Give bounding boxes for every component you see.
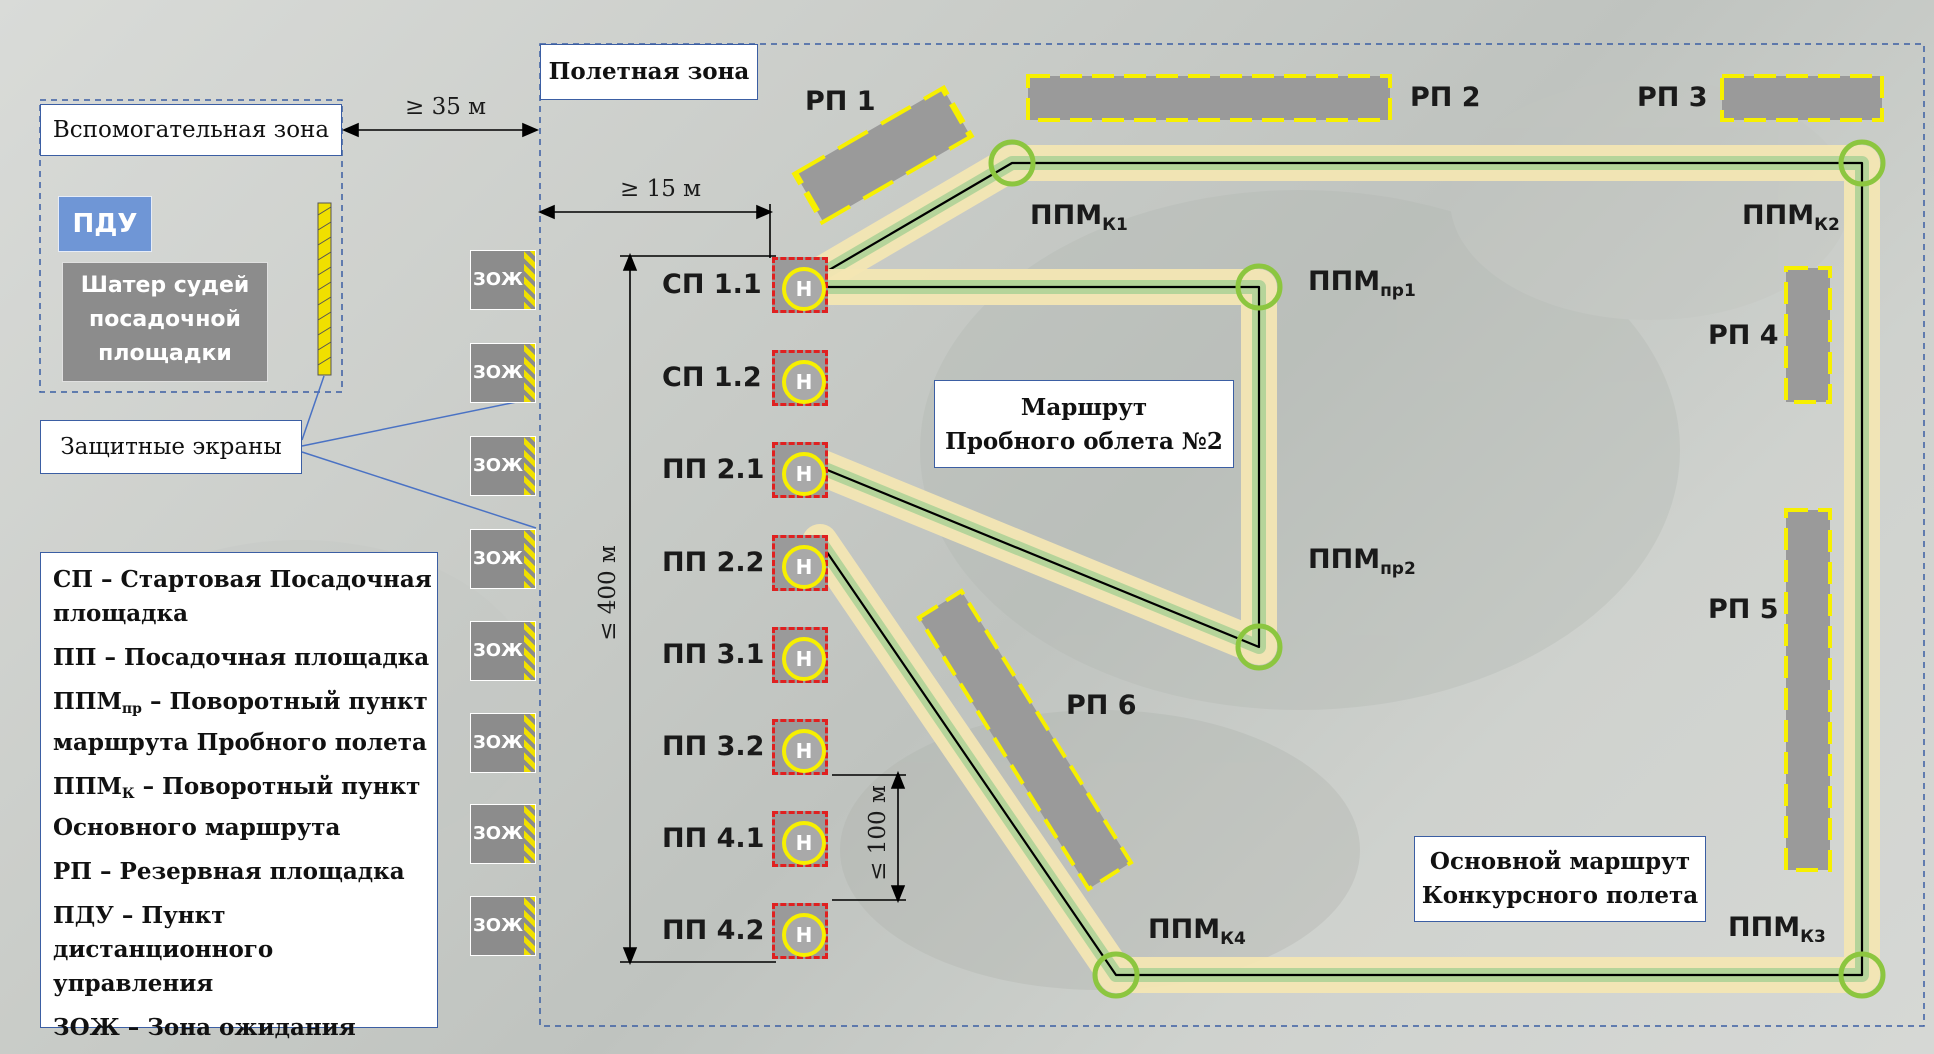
waiting-zone: ЗОЖ xyxy=(470,713,536,773)
turn-point-k3-ring xyxy=(1838,951,1886,999)
dimension-lines xyxy=(341,122,906,966)
pad-label: ПП 2.1 xyxy=(662,454,765,485)
waiting-zone: ЗОЖ xyxy=(470,621,536,681)
reserve-pad-6-label: РП 6 xyxy=(1066,690,1137,721)
legend: СП – Стартовая Посадочная площадка ПП – … xyxy=(40,552,438,1041)
landing-pad: H xyxy=(772,719,828,775)
turn-point-pr1-label: ППМпр1 xyxy=(1308,266,1416,301)
turn-point-k1-label: ППМК1 xyxy=(1030,200,1128,235)
turn-point-k3-label: ППМК3 xyxy=(1728,912,1826,947)
main-route xyxy=(782,145,1880,993)
zoj-gap-dimension: ≥ 15 м xyxy=(620,176,702,202)
screen-callout-lines xyxy=(301,375,537,529)
protective-screen-bar xyxy=(317,202,332,376)
landing-pad: H xyxy=(772,535,828,591)
waiting-zone-screen xyxy=(524,344,535,402)
flight-zone-title: Полетная зона xyxy=(540,44,758,100)
aux-gap-dimension: ≥ 35 м xyxy=(405,94,487,120)
waiting-zone-screen xyxy=(524,805,535,863)
waiting-zone-screen xyxy=(524,251,535,309)
waiting-zone: ЗОЖ xyxy=(470,804,536,864)
pad-spacing-dimension: ≤ 100 м xyxy=(864,785,891,881)
waiting-zone-screen xyxy=(524,897,535,955)
waiting-zone: ЗОЖ xyxy=(470,343,536,403)
turn-point-k4-label: ППМК4 xyxy=(1148,914,1246,949)
waiting-zone-screen xyxy=(524,714,535,772)
landing-pad: H xyxy=(772,903,828,959)
pad-label: ПП 2.2 xyxy=(662,547,765,578)
reserve-pad-6 xyxy=(916,588,1134,892)
reserve-pad-2 xyxy=(1026,74,1392,122)
reserve-pad-3-label: РП 3 xyxy=(1637,82,1708,113)
legend-pp: ПП – Посадочная площадка xyxy=(53,644,430,671)
waiting-zone-screen xyxy=(524,530,535,588)
turn-point-pr1-ring xyxy=(1235,263,1283,311)
pad-label: ПП 3.2 xyxy=(662,731,765,762)
reserve-pad-1 xyxy=(791,84,975,226)
turn-point-k1-ring xyxy=(988,139,1036,187)
pad-label: ПП 3.1 xyxy=(662,639,765,670)
helipad-marker: H xyxy=(782,729,826,773)
pad-label: СП 1.2 xyxy=(662,362,762,393)
waiting-zone: ЗОЖ xyxy=(470,436,536,496)
turn-point-k2-label: ППМК2 xyxy=(1742,200,1840,235)
trial-route xyxy=(782,269,1277,665)
reserve-pad-5-label: РП 5 xyxy=(1708,594,1779,625)
landing-pad: H xyxy=(772,257,828,313)
reserve-pad-5 xyxy=(1784,508,1832,872)
turn-point-k4-ring xyxy=(1092,951,1140,999)
helipad-marker: H xyxy=(782,452,826,496)
legend-zoj: ЗОЖ – Зона ожидания xyxy=(53,1014,356,1041)
protective-screens-label: Защитные экраны xyxy=(40,420,302,474)
legend-pdu: ПДУ – Пункт дистанционного управления xyxy=(53,902,274,997)
helipad-marker: H xyxy=(782,913,826,957)
pad-label: СП 1.1 xyxy=(662,269,762,300)
turn-point-pr2-ring xyxy=(1235,623,1283,671)
legend-ppm-k: ППМК – Поворотный пункт Основного маршру… xyxy=(53,773,421,841)
legend-rp: РП – Резервная площадка xyxy=(53,858,405,885)
helipad-marker: H xyxy=(782,267,826,311)
waiting-zone-screen xyxy=(524,437,535,495)
landing-pad: H xyxy=(772,442,828,498)
reserve-pad-4 xyxy=(1784,266,1832,404)
landing-pad: H xyxy=(772,350,828,406)
protective-screen-hatching xyxy=(317,206,332,366)
reserve-pad-4-label: РП 4 xyxy=(1708,320,1779,351)
landing-pad: H xyxy=(772,627,828,683)
turn-point-k2-ring xyxy=(1838,139,1886,187)
helipad-marker: H xyxy=(782,360,826,404)
pad-label: ПП 4.2 xyxy=(662,915,765,946)
helipad-marker: H xyxy=(782,821,826,865)
aux-zone-title: Вспомогательная зона xyxy=(40,104,342,156)
waiting-zone-screen xyxy=(524,622,535,680)
waiting-zone: ЗОЖ xyxy=(470,896,536,956)
main-route-label: Основной маршрут Конкурсного полета xyxy=(1414,836,1706,922)
legend-ppm-pr: ППМпр – Поворотный пункт маршрута Пробно… xyxy=(53,688,428,756)
landing-pad: H xyxy=(772,811,828,867)
reserve-pad-2-label: РП 2 xyxy=(1410,82,1481,113)
pad-span-dimension: ≤ 400 м xyxy=(594,545,621,641)
flight-zone-border xyxy=(539,43,1925,1027)
waiting-zone: ЗОЖ xyxy=(470,529,536,589)
reserve-pad-1-label: РП 1 xyxy=(805,86,876,117)
helipad-marker: H xyxy=(782,545,826,589)
turn-point-rings xyxy=(988,139,1886,999)
legend-sp: СП – Стартовая Посадочная площадка xyxy=(53,566,432,627)
pdu-block: ПДУ xyxy=(58,196,152,252)
turn-point-pr2-label: ППМпр2 xyxy=(1308,544,1416,579)
judges-tent: Шатер судей посадочной площадки xyxy=(62,262,268,382)
reserve-pads xyxy=(791,74,1884,892)
helipad-marker: H xyxy=(782,637,826,681)
pad-label: ПП 4.1 xyxy=(662,823,765,854)
waiting-zone: ЗОЖ xyxy=(470,250,536,310)
trial-route-label: Маршрут Пробного облета №2 xyxy=(934,380,1234,468)
reserve-pad-3 xyxy=(1720,74,1884,122)
